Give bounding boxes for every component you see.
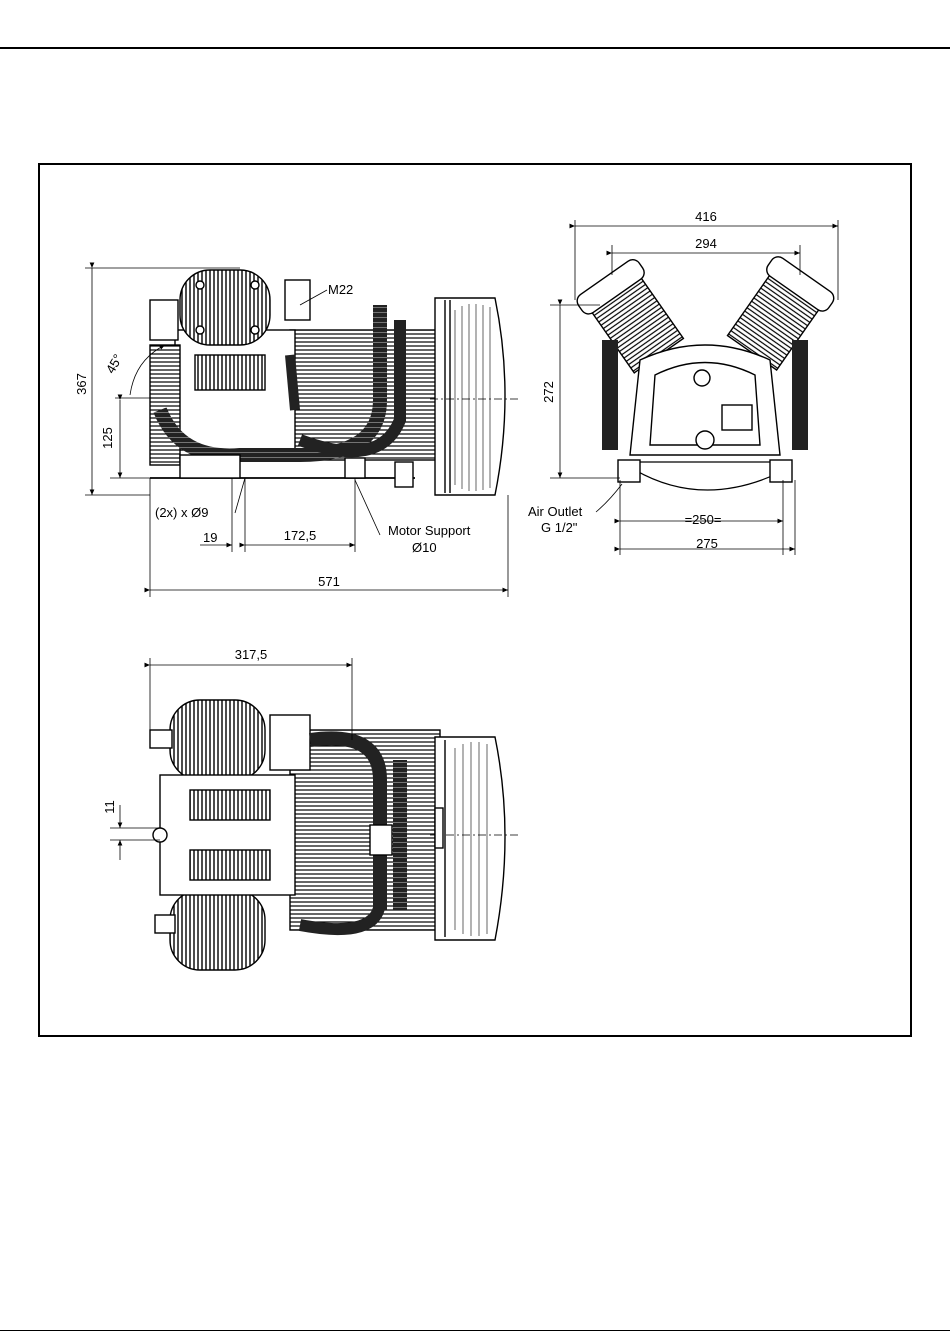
dim-294: 294 [695,236,717,251]
top-view [150,700,520,970]
label-air-outlet: Air Outlet [528,504,583,519]
top-cylinder-lower [170,890,265,970]
dim-367: 367 [74,373,89,395]
dim-571: 571 [318,574,340,589]
dim-19: 19 [203,530,217,545]
dim-272: 272 [541,381,556,403]
label-air-outlet-thread: G 1/2" [541,520,578,535]
label-motor-support-dia: Ø10 [412,540,437,555]
dim-317-5: 317,5 [235,647,268,662]
label-holes: (2x) x Ø9 [155,505,208,520]
footer-rule [0,1330,950,1331]
top-cylinder-upper [170,700,265,780]
dim-275: 275 [696,536,718,551]
side-view [150,270,520,495]
front-view [574,254,837,490]
dim-416: 416 [695,209,717,224]
dim-125: 125 [100,427,115,449]
label-motor-support: Motor Support [388,523,471,538]
dim-angle: 45° [103,351,126,376]
dim-11: 11 [102,800,117,814]
label-m22: M22 [328,282,353,297]
dim-172-5: 172,5 [284,528,317,543]
dim-250: =250= [685,512,722,527]
